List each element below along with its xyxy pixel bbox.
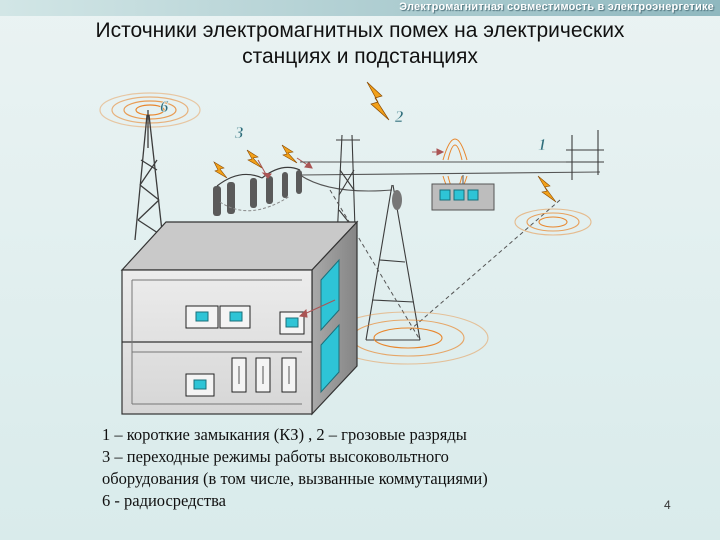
short-circuit-flash-icon bbox=[537, 175, 557, 203]
short-circuit-rings bbox=[514, 208, 592, 236]
line-equipment-cabinet bbox=[392, 175, 495, 211]
slide-title: Источники электромагнитных помех на элек… bbox=[40, 18, 680, 70]
spark-arrows bbox=[257, 157, 313, 179]
label-3: 3 bbox=[234, 123, 244, 142]
radio-tower bbox=[134, 110, 164, 241]
title-line-1: Источники электромагнитных помех на элек… bbox=[95, 19, 625, 42]
label-2: 2 bbox=[394, 107, 404, 126]
legend-line-4: 6 - радиосредства bbox=[102, 491, 226, 510]
page-number: 4 bbox=[664, 498, 671, 512]
fault-arrow bbox=[432, 148, 445, 156]
interference-arrow bbox=[298, 299, 336, 318]
header-band: Электромагнитная совместимость в электро… bbox=[0, 0, 720, 16]
title-line-2: станциях и подстанциях bbox=[242, 45, 478, 68]
legend-line-3: оборудования (в том числе, вызванные ком… bbox=[102, 469, 488, 488]
ground-dashed-lines bbox=[329, 189, 561, 341]
switchgear-equipment bbox=[213, 166, 302, 216]
lightning-bolt-icon bbox=[366, 81, 390, 121]
legend-line-2: 3 – переходные режимы работы высоковольт… bbox=[102, 447, 449, 466]
power-lines bbox=[299, 161, 601, 192]
lattice-mast bbox=[365, 184, 421, 341]
legend: 1 – короткие замыкания (КЗ) , 2 – грозов… bbox=[102, 424, 602, 512]
header-caption: Электромагнитная совместимость в электро… bbox=[399, 1, 714, 13]
side-panels bbox=[320, 258, 340, 394]
control-cabinets bbox=[185, 305, 305, 397]
label-6: 6 bbox=[160, 97, 169, 116]
right-gantry bbox=[566, 130, 604, 180]
label-1: 1 bbox=[538, 135, 547, 154]
control-building bbox=[120, 220, 359, 416]
legend-line-1: 1 – короткие замыкания (КЗ) , 2 – грозов… bbox=[102, 425, 467, 444]
